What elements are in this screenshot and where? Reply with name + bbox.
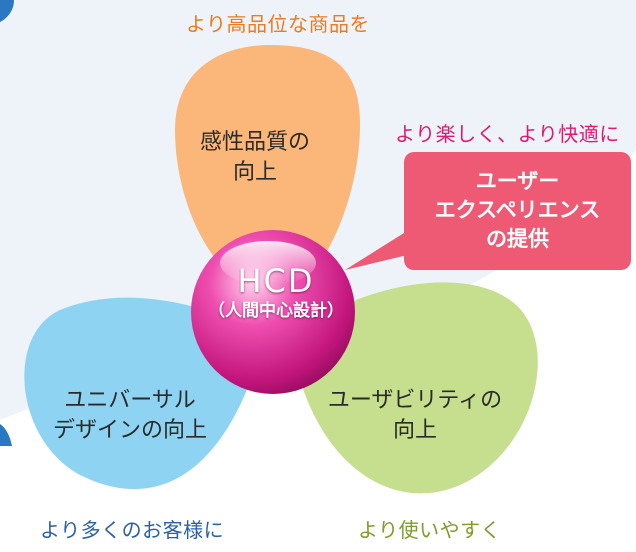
hub-title: HCD [237,262,315,300]
petal-right-line-1: ユーザビリティの [327,388,503,413]
hub-label: HCD （人間中心設計） [186,262,366,322]
petal-top-label: 感性品質の 向上 [165,128,345,188]
petal-right [290,282,538,494]
caption-top: より高品位な商品を [185,12,371,36]
corner-accent-top [0,0,14,22]
callout-line-1: ユーザー [475,169,560,193]
petal-top-line-2: 向上 [232,160,277,185]
petal-left-label: ユニバーサル デザインの向上 [30,386,230,446]
caption-bottom-right: より使いやすく [358,518,502,542]
callout-line-2: エクスペリエンス [434,198,601,222]
hub-gloss [220,241,316,285]
petal-right-label: ユーザビリティの 向上 [300,386,530,446]
petal-top [175,45,360,300]
corner-accent [0,424,12,446]
petal-top-line-1: 感性品質の [199,130,310,155]
caption-bottom-left: より多くのお客様に [40,518,225,542]
user-experience-callout: ユーザー エクスペリエンス の提供 [404,152,631,270]
hub-subtitle: （人間中心設計） [208,301,344,321]
petal-left-line-2: デザインの向上 [52,418,207,443]
callout-line-3: の提供 [486,227,549,251]
petal-right-line-2: 向上 [392,418,437,443]
callout-pointer [345,228,420,270]
petal-left-line-1: ユニバーサル [64,388,196,413]
caption-right: より楽しく、より快適に [395,122,620,146]
